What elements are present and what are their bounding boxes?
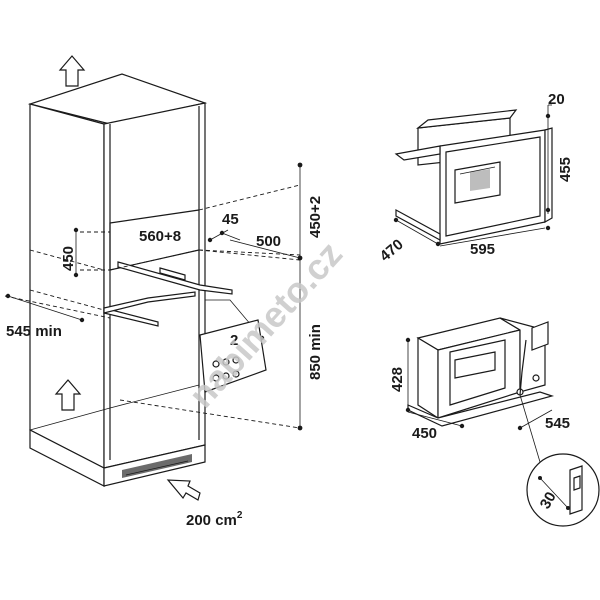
appliance-drawing [393, 104, 553, 247]
vent-inflow-arrow-icon [166, 479, 201, 501]
vent-area-label: 200 cm2 [186, 510, 243, 529]
height-tolerance-label: 450+2 [307, 196, 324, 238]
detail-dimension-label: 30 [537, 489, 560, 512]
connector-count-label: 2 [230, 332, 238, 349]
frame-width-label: 450 [412, 425, 437, 442]
mounting-rails [103, 261, 233, 327]
opening-width-label: 560+8 [139, 228, 181, 245]
frame-drawing [405, 317, 600, 527]
cabinet-drawing [4, 55, 303, 501]
air-outlet-arrow-icon [58, 55, 86, 87]
appliance-depth-label: 470 [377, 236, 407, 265]
watermark-text: nabimeto.cz [180, 233, 350, 415]
depth-offset-label: 45 [222, 211, 239, 228]
air-inlet-arrow-icon [54, 379, 82, 411]
floor-height-label: 850 min [307, 324, 324, 380]
connector-callout [199, 299, 267, 393]
appliance-width-label: 595 [470, 241, 495, 258]
appliance-height-label: 455 [557, 157, 574, 182]
frame-height-label: 428 [389, 367, 406, 392]
vent-slats [125, 460, 189, 476]
depth-label: 500 [256, 233, 281, 250]
frame-depth-label: 545 [545, 415, 570, 432]
cabinet-depth-label: 545 min [6, 323, 62, 340]
opening-height-label: 450 [60, 246, 77, 271]
socket-holes [212, 356, 240, 382]
front-thickness-label: 20 [548, 91, 565, 108]
detail-circle [526, 453, 600, 527]
